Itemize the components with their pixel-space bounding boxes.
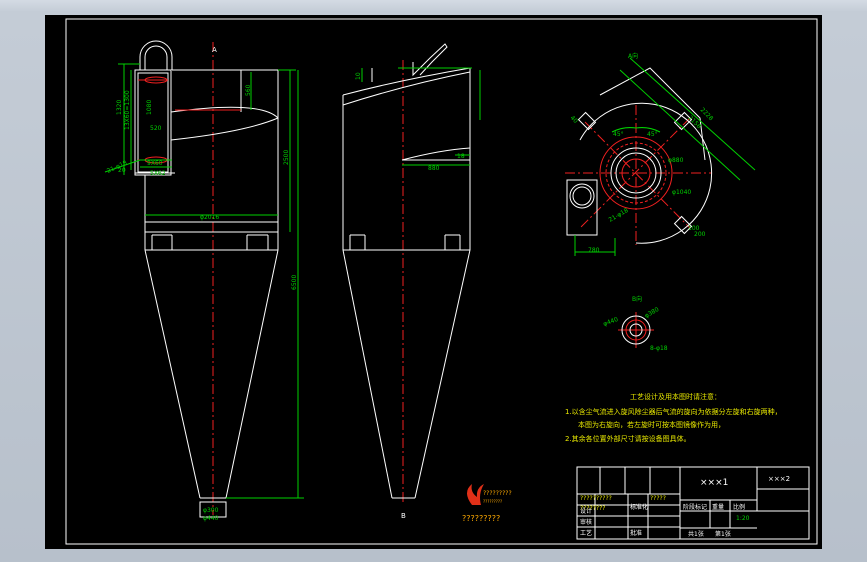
title-std: 标准化 — [630, 503, 648, 511]
dim-1040: φ1040 — [672, 189, 691, 196]
logo: ????????? ????????? ????????? — [462, 484, 512, 523]
title-block-text: ×××1 ×××2 ?????????? ????? ???????? 设计 审… — [580, 475, 790, 538]
drawing-sheet — [45, 15, 822, 549]
dim-5x62: 5X62 — [150, 170, 166, 177]
title-row-2: ????? — [650, 495, 666, 502]
dim-100: 100 — [688, 225, 700, 232]
dim-40: 40 — [569, 114, 579, 124]
dim-10: 10 — [355, 72, 362, 80]
title-sheet: 第1张 — [715, 530, 731, 538]
dim-520: 520 — [150, 125, 162, 132]
title-name-2: ×××2 — [768, 475, 790, 483]
dim-880: 880 — [428, 165, 440, 172]
title-weight: 重量 — [712, 503, 724, 511]
drawing-border — [65, 18, 818, 545]
notes-line-1: 1.以含尘气流进入旋风除尘器后气流的旋向为依据分左旋和右旋两种， — [565, 407, 782, 416]
side-view-labels: 10 880 18 B — [355, 72, 465, 520]
title-approve: 批准 — [630, 529, 642, 537]
dim-13x60: 13X60=1300 — [124, 90, 131, 130]
front-view — [104, 40, 304, 518]
view-a-title: A向 — [628, 52, 638, 60]
notes-line-2: 本图为右旋向，若左旋时可按本图镜像作为用， — [578, 420, 725, 429]
section-b-label: B — [401, 512, 406, 520]
dim-560: 560 — [245, 84, 252, 96]
dim-20: 20 — [118, 167, 126, 174]
title-row-1: ?????????? — [580, 495, 612, 502]
logo-line-1: ????????? — [483, 490, 512, 497]
dim-b-holes: 8-φ18 — [650, 345, 668, 352]
top-view-a — [565, 57, 756, 256]
dim-18: 18 — [457, 153, 465, 160]
dim-2500: 2500 — [283, 150, 290, 165]
dim-6500: 6500 — [291, 275, 298, 290]
dim-300: φ300 — [203, 507, 219, 514]
dim-440: φ440 — [203, 515, 219, 522]
dim-b-440: φ440 — [602, 316, 619, 328]
logo-line-2: ????????? — [483, 499, 502, 504]
title-design: 设计 — [580, 507, 592, 515]
title-name-1: ×××1 — [700, 478, 728, 488]
dim-1320: 1320 — [116, 100, 123, 115]
dim-200: 200 — [694, 231, 706, 238]
dim-880-dia: φ880 — [668, 157, 684, 164]
title-block — [576, 466, 810, 540]
title-craft: 工艺 — [580, 529, 592, 537]
title-row-3: ???????? — [580, 505, 605, 512]
logo-text: ????????? — [462, 514, 500, 523]
view-b-title: B向 — [632, 295, 642, 303]
title-stage: 阶段标记 — [683, 503, 707, 511]
bottom-view-b — [618, 312, 654, 348]
title-scale: 比例 — [733, 503, 745, 511]
dim-780: 780 — [588, 247, 600, 254]
front-view-labels: A 1320 13X60=1300 1080 520 21-φ18 20 9X6… — [106, 46, 298, 522]
notes-line-3: 2.其余各位置外部尺寸请按设备图具体。 — [565, 434, 691, 443]
dim-1080: 1080 — [146, 100, 153, 115]
dim-45-right: 45° — [647, 131, 658, 138]
flame-icon — [467, 484, 484, 505]
title-check: 审核 — [580, 518, 592, 526]
dim-45-left: 45° — [613, 131, 624, 138]
title-scale-value: 1:20 — [736, 515, 750, 522]
dim-2016: φ2016 — [200, 214, 219, 221]
notes-title: 工艺设计及用本图时请注意： — [630, 392, 721, 401]
side-view — [342, 43, 481, 505]
section-a-label: A — [212, 46, 217, 54]
dim-9x60: 9X60 — [147, 160, 163, 167]
technical-notes: 工艺设计及用本图时请注意： 1.以含尘气流进入旋风除尘器后气流的旋向为依据分左旋… — [565, 392, 782, 443]
title-sheets: 共1张 — [688, 530, 704, 538]
